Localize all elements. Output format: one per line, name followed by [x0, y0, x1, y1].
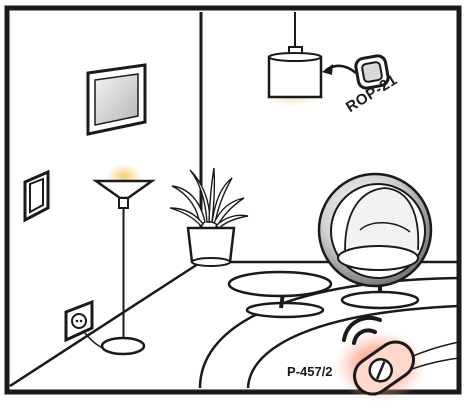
wall-socket-icon [64, 299, 94, 343]
p457-label: P-457/2 [287, 364, 333, 379]
picture-frame [86, 63, 147, 136]
rop21-switch [354, 54, 390, 90]
round-table [227, 270, 333, 319]
potted-plant [169, 167, 249, 267]
floor-lamp [83, 164, 156, 356]
pendant-lamp-icon [262, 12, 323, 108]
ball-chair [317, 172, 433, 310]
signal-waves-icon [342, 316, 382, 345]
control-arrow [322, 64, 357, 75]
wall-switch-icon [23, 169, 50, 223]
remote-control-icon [353, 340, 460, 396]
